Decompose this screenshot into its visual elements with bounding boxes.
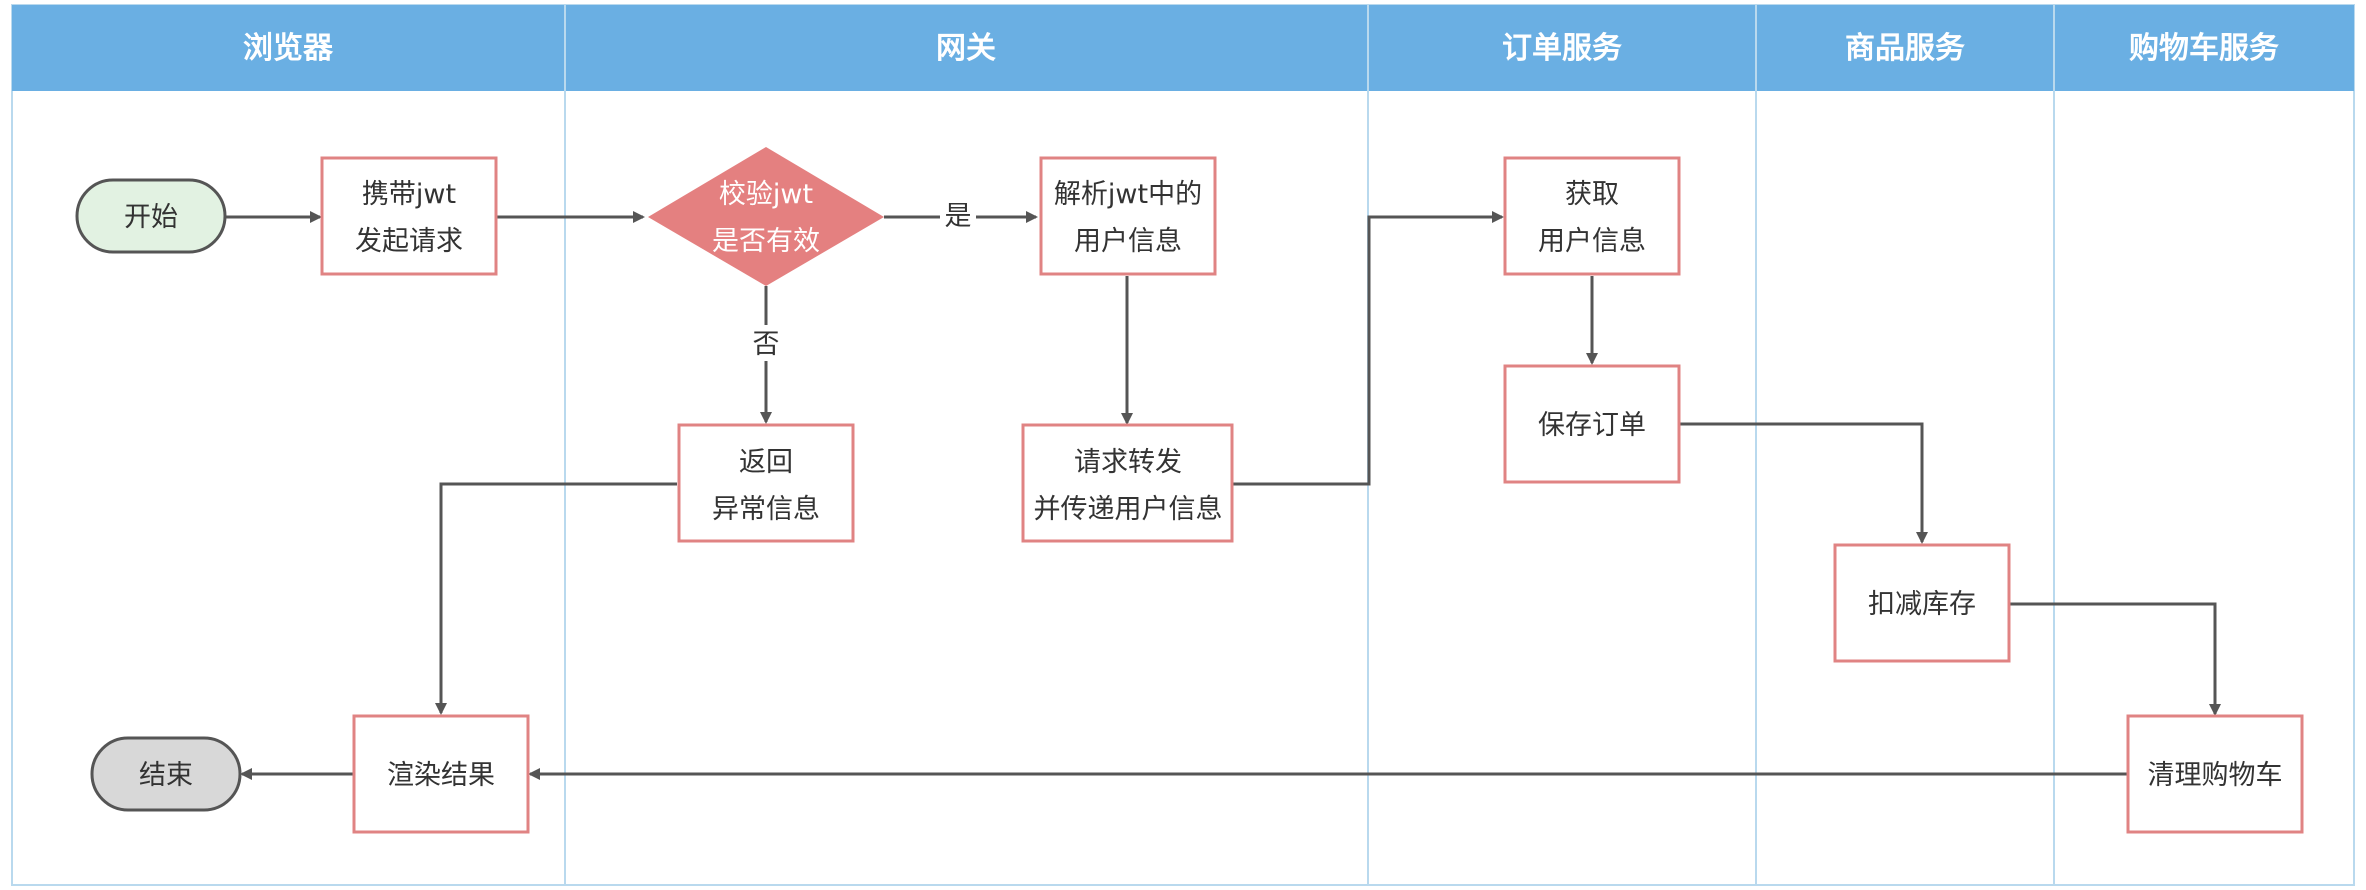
forward-request-label-line2: 并传递用户信息 [1034,494,1223,525]
verify-jwt-label-line1: 校验jwt [719,179,813,210]
lane-header-bar [12,5,2354,91]
clear-cart-process [2126,714,2304,834]
end-label: 结束 [139,760,193,791]
edge-deduct-to-clear-cart [2010,602,2221,716]
lane-title-product-service: 商品服务 [1845,31,1965,66]
verify-jwt-decision [648,147,884,286]
edge-forward-to-get-user [1232,211,1504,486]
return-error-process [677,423,855,543]
verify-jwt-label-line2: 是否有效 [712,226,820,257]
edge-label-yes: 是 [945,201,972,232]
lane-title-browser: 浏览器 [243,31,334,66]
return-error-label-line1: 返回 [739,447,793,478]
nodes: 开始 携带jwt 发起请求 校验jwt 是否有效 解析jwt中的 用户信息 返回… [75,147,2304,834]
save-order-process [1503,364,1681,484]
save-order-label: 保存订单 [1538,410,1646,441]
lane-title-order-service: 订单服务 [1502,31,1622,66]
deduct-stock-label: 扣减库存 [1868,589,1976,620]
edge-return-to-render [435,482,677,715]
get-user-info-label-line1: 获取 [1565,179,1619,210]
get-user-info-process [1503,156,1681,276]
return-error-label-line2: 异常信息 [712,494,820,525]
deduct-stock-process [1833,543,2011,663]
carry-jwt-process [320,156,498,276]
edge-label-bg [940,198,976,234]
parse-jwt-process [1039,156,1217,276]
render-result-process [352,714,530,834]
start-label: 开始 [124,202,178,233]
carry-jwt-label-line1: 携带jwt [362,179,456,210]
lane-title-cart-service: 购物车服务 [2129,31,2279,66]
clear-cart-label: 清理购物车 [2148,760,2283,791]
end-terminal [90,736,242,812]
edge-label-no: 否 [753,329,780,360]
get-user-info-label-line2: 用户信息 [1538,226,1646,257]
render-result-label: 渲染结果 [387,760,495,791]
forward-request-process [1021,423,1234,543]
carry-jwt-label-line2: 发起请求 [355,226,463,257]
start-terminal [75,178,227,254]
parse-jwt-label-line1: 解析jwt中的 [1054,179,1202,210]
lane-title-gateway: 网关 [936,31,996,66]
edge-save-to-deduct [1679,422,1928,544]
edge-label-bg [748,325,784,361]
parse-jwt-label-line2: 用户信息 [1074,226,1182,257]
forward-request-label-line1: 请求转发 [1074,447,1182,478]
